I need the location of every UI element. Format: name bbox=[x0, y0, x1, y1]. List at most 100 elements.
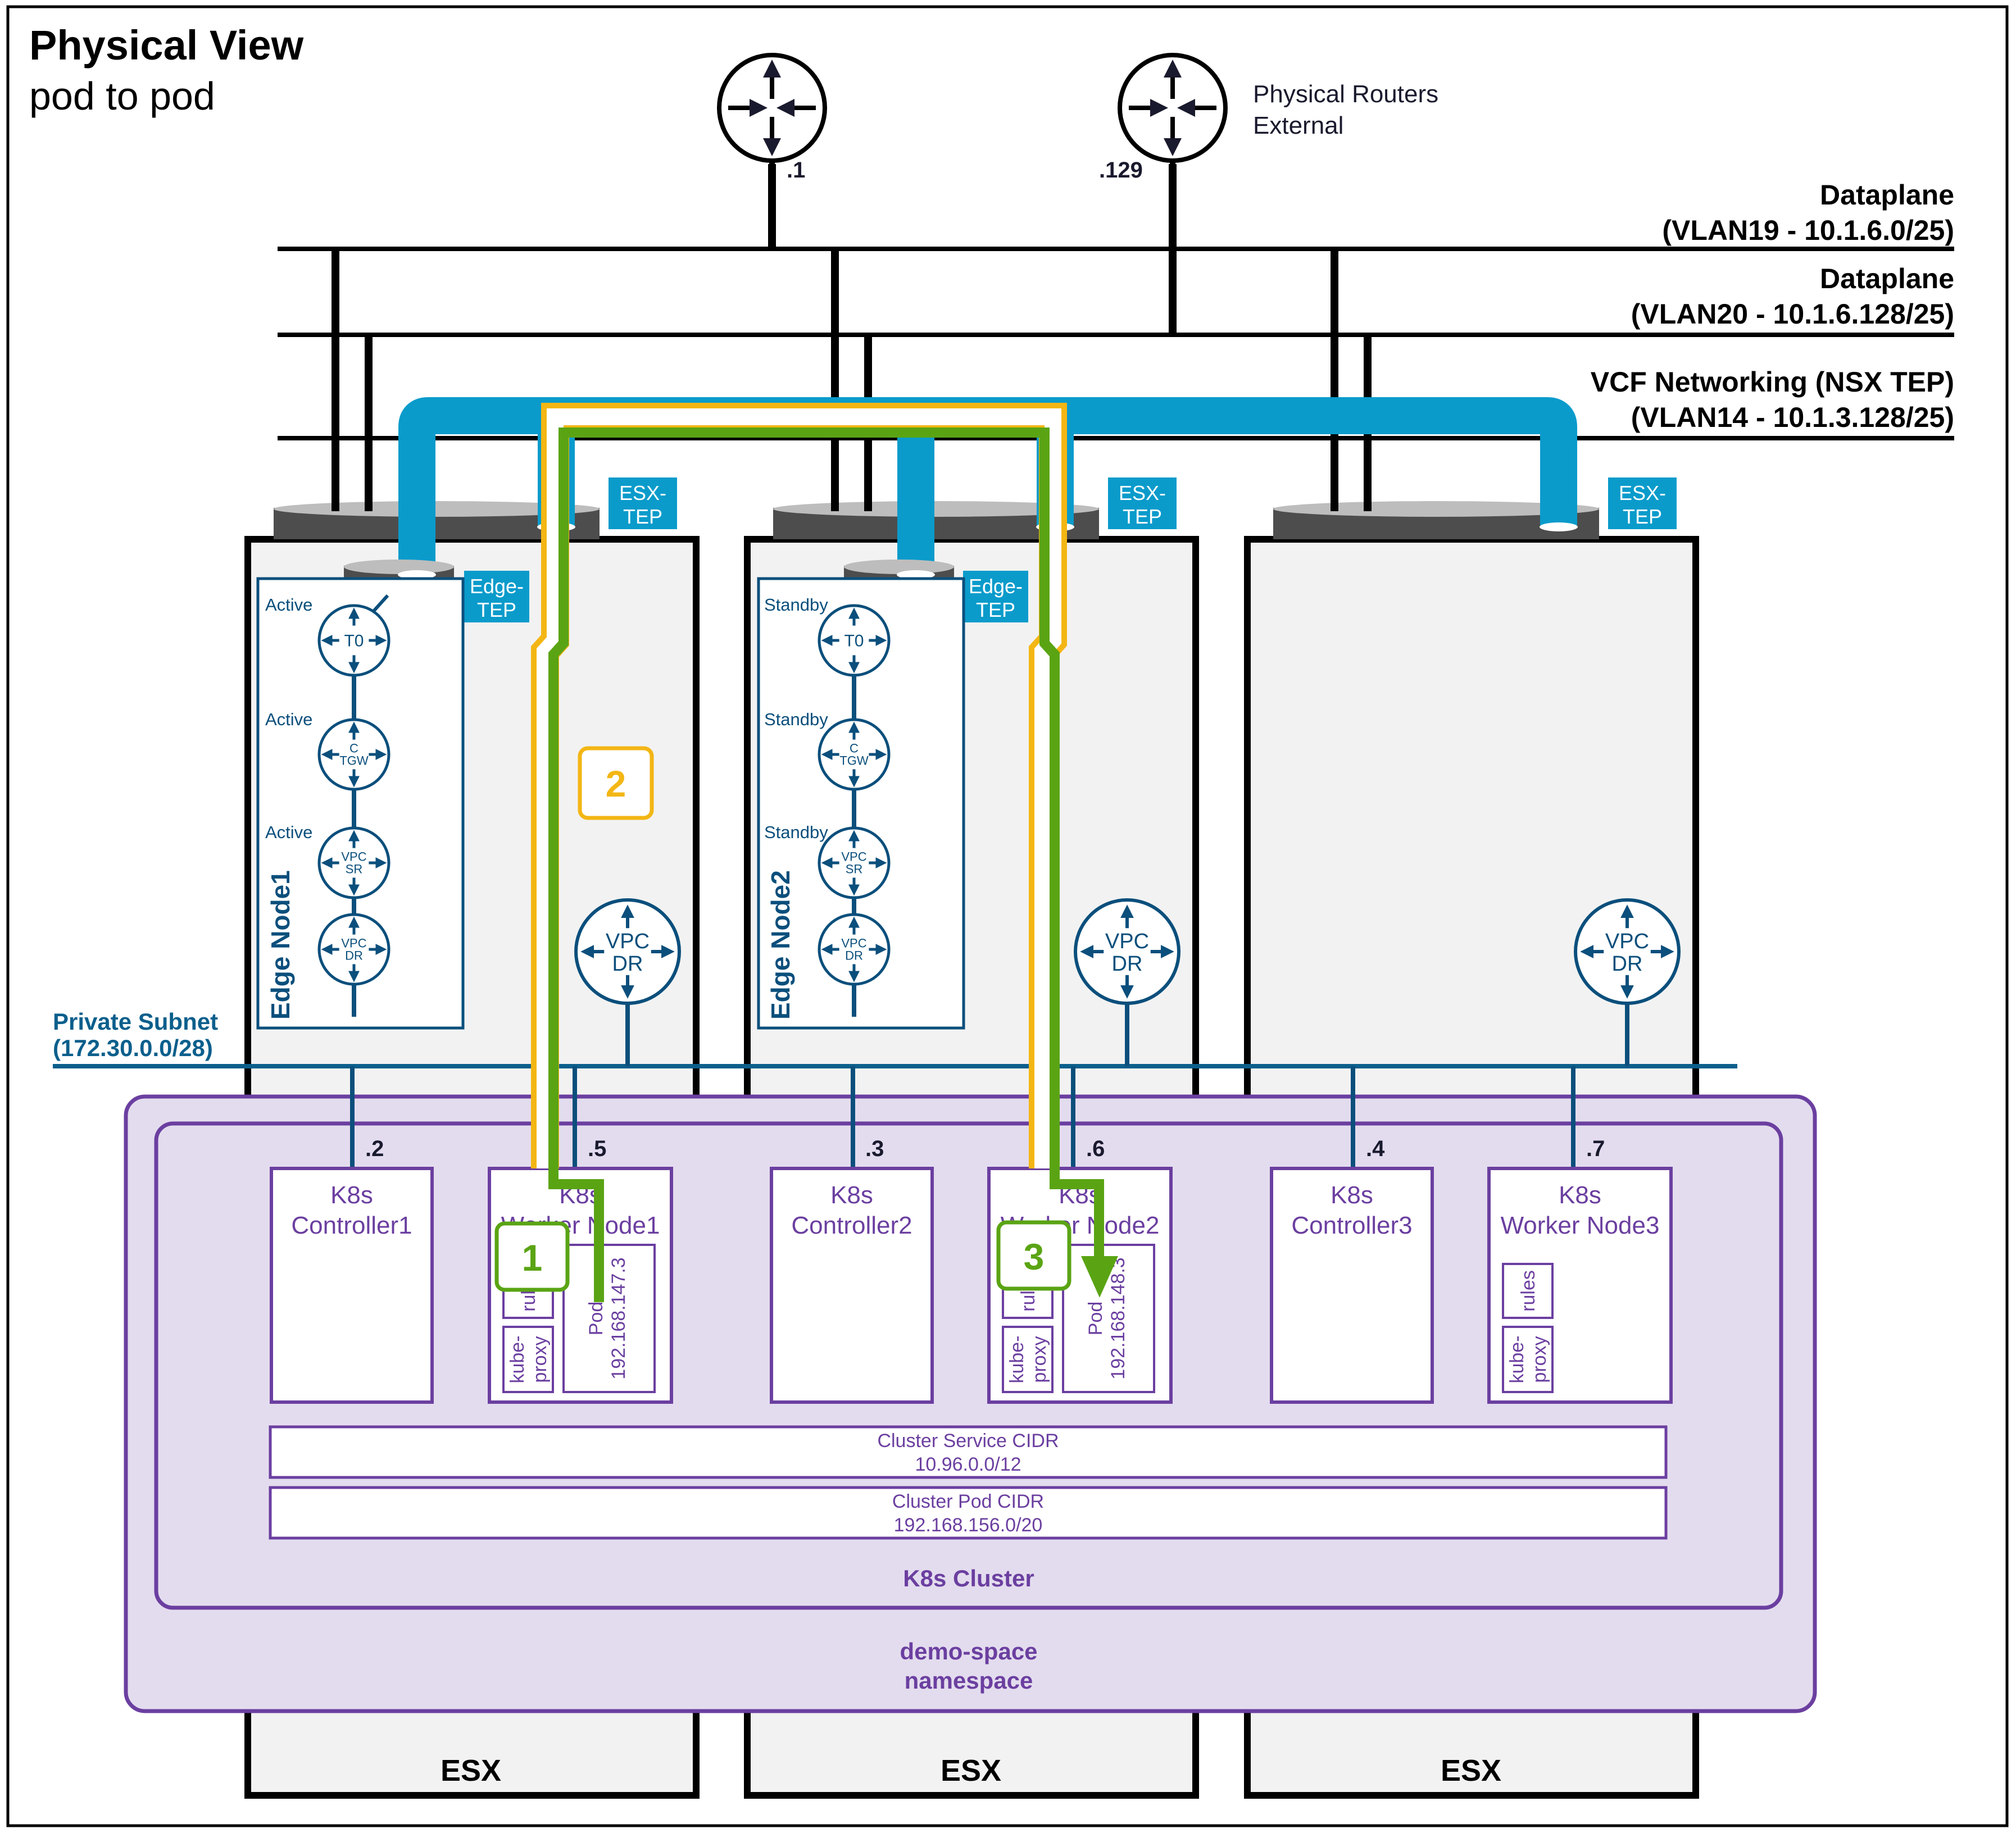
controller2-ip: .3 bbox=[865, 1136, 884, 1161]
k8s-worker-node2: K8s Worker Node2 rules kube- proxy Pod 1… bbox=[987, 1167, 1173, 1404]
svg-text:TEP: TEP bbox=[623, 505, 662, 528]
edge1-state-t0: Active bbox=[265, 595, 312, 615]
svg-text:kube-: kube- bbox=[1006, 1335, 1028, 1383]
svg-text:VPC: VPC bbox=[341, 850, 366, 864]
namespace-label-line1: demo-space bbox=[900, 1638, 1037, 1664]
step-3-marker: 3 bbox=[996, 1220, 1071, 1291]
packet-path-underlay bbox=[548, 427, 1104, 1302]
svg-text:rules: rules bbox=[1518, 1270, 1539, 1312]
edge2-t0-router-icon: T0 bbox=[818, 604, 891, 677]
router2-ip-label: .129 bbox=[1099, 158, 1143, 183]
edge1-t0-router-icon: T0 bbox=[317, 604, 391, 677]
svg-text:kube-: kube- bbox=[507, 1335, 528, 1383]
worker2-ip: .6 bbox=[1086, 1136, 1105, 1161]
svg-text:Pod: Pod bbox=[585, 1302, 607, 1336]
dataplane1-title: Dataplane bbox=[1820, 179, 1954, 211]
svg-text:Pod: Pod bbox=[1085, 1302, 1106, 1336]
k8s-controller1: K8s Controller1 bbox=[270, 1167, 434, 1404]
svg-text:TEP: TEP bbox=[1623, 505, 1662, 528]
svg-text:DR: DR bbox=[845, 949, 863, 963]
routers-caption-line2: External bbox=[1253, 112, 1343, 139]
edge1-state-vpc: Active bbox=[265, 822, 312, 842]
svg-text:proxy: proxy bbox=[1529, 1336, 1550, 1382]
step-2-marker: 2 bbox=[578, 746, 654, 820]
esx-tep-port-3 bbox=[1540, 522, 1578, 531]
svg-text:192.168.148.3: 192.168.148.3 bbox=[1107, 1257, 1129, 1379]
private-subnet-cidr: (172.30.0.0/28) bbox=[53, 1035, 213, 1061]
k8s-cluster-label: K8s Cluster bbox=[903, 1565, 1034, 1591]
diagram-frame bbox=[6, 5, 2009, 1827]
svg-text:DR: DR bbox=[345, 949, 363, 963]
edge2-state-tgw: Standby bbox=[764, 709, 828, 729]
private-subnet-title: Private Subnet bbox=[53, 1008, 218, 1035]
svg-text:TEP: TEP bbox=[976, 598, 1015, 621]
svg-text:K8s: K8s bbox=[1331, 1181, 1373, 1209]
diagram-subtitle: pod to pod bbox=[29, 74, 215, 118]
svg-text:Edge-: Edge- bbox=[470, 575, 524, 598]
svg-text:VPC: VPC bbox=[1105, 930, 1149, 953]
svg-text:SR: SR bbox=[346, 862, 363, 876]
svg-text:T0: T0 bbox=[344, 632, 364, 651]
svg-text:3: 3 bbox=[1024, 1236, 1045, 1277]
step-1-marker: 1 bbox=[494, 1221, 570, 1292]
physical-router-1 bbox=[717, 53, 827, 249]
svg-text:ESX-: ESX- bbox=[1119, 481, 1166, 504]
esx-tep-badge-2: ESX- TEP bbox=[1108, 477, 1177, 529]
esx-host-1-label: ESX bbox=[441, 1754, 501, 1787]
dataplane2-subnet: (VLAN20 - 10.1.6.128/25) bbox=[1631, 298, 1954, 330]
svg-text:K8s: K8s bbox=[1559, 1181, 1601, 1209]
edge-tep-badge-2: Edge- TEP bbox=[963, 571, 1028, 622]
svg-text:Worker Node3: Worker Node3 bbox=[1501, 1212, 1660, 1239]
svg-text:192.168.156.0/20: 192.168.156.0/20 bbox=[894, 1514, 1043, 1536]
svg-text:proxy: proxy bbox=[529, 1336, 551, 1382]
routers-caption-line1: Physical Routers bbox=[1253, 80, 1438, 108]
k8s-controller2: K8s Controller2 bbox=[770, 1167, 934, 1404]
node-subnet-links bbox=[350, 1066, 1575, 1167]
svg-text:TEP: TEP bbox=[1123, 505, 1162, 528]
cluster-service-cidr: Cluster Service CIDR 10.96.0.0/12 bbox=[269, 1425, 1668, 1479]
controller1-ip: .2 bbox=[365, 1136, 384, 1161]
worker1-ip: .5 bbox=[588, 1136, 606, 1161]
svg-text:VPC: VPC bbox=[841, 936, 866, 950]
controller3-ip: .4 bbox=[1366, 1136, 1385, 1161]
svg-text:10.96.0.0/12: 10.96.0.0/12 bbox=[915, 1454, 1021, 1475]
svg-text:Controller1: Controller1 bbox=[291, 1212, 412, 1239]
edge2-state-t0: Standby bbox=[764, 595, 828, 615]
edge2-state-vpc: Standby bbox=[764, 822, 828, 842]
svg-text:Cluster Service CIDR: Cluster Service CIDR bbox=[877, 1430, 1059, 1452]
svg-text:TGW: TGW bbox=[339, 754, 369, 768]
svg-text:DR: DR bbox=[612, 952, 643, 976]
k8s-worker-node3: K8s Worker Node3 rules kube- proxy bbox=[1487, 1167, 1673, 1404]
svg-text:Controller3: Controller3 bbox=[1291, 1212, 1412, 1239]
svg-text:2: 2 bbox=[606, 763, 626, 804]
esx-tep-badge-3: ESX- TEP bbox=[1608, 477, 1677, 529]
svg-text:T0: T0 bbox=[844, 632, 864, 651]
svg-text:proxy: proxy bbox=[1029, 1336, 1050, 1382]
dataplane2-title: Dataplane bbox=[1820, 263, 1954, 294]
dataplane-uplinks bbox=[332, 164, 1372, 511]
svg-text:VPC: VPC bbox=[606, 930, 650, 953]
namespace-label-line2: namespace bbox=[905, 1667, 1033, 1694]
svg-text:DR: DR bbox=[1612, 952, 1643, 976]
router-arrows-icon bbox=[728, 60, 816, 156]
svg-text:ESX-: ESX- bbox=[1619, 481, 1666, 504]
svg-text:VPC: VPC bbox=[341, 936, 366, 950]
svg-text:VPC: VPC bbox=[1605, 930, 1649, 953]
esx-host-2-label: ESX bbox=[941, 1754, 1001, 1787]
svg-text:SR: SR bbox=[846, 862, 863, 876]
svg-text:Cluster Pod CIDR: Cluster Pod CIDR bbox=[892, 1491, 1044, 1512]
svg-text:Edge-: Edge- bbox=[969, 575, 1023, 598]
svg-text:192.168.147.3: 192.168.147.3 bbox=[608, 1257, 629, 1379]
svg-text:C: C bbox=[349, 742, 358, 756]
tep-network-subnet: (VLAN14 - 10.1.3.128/25) bbox=[1631, 402, 1954, 433]
